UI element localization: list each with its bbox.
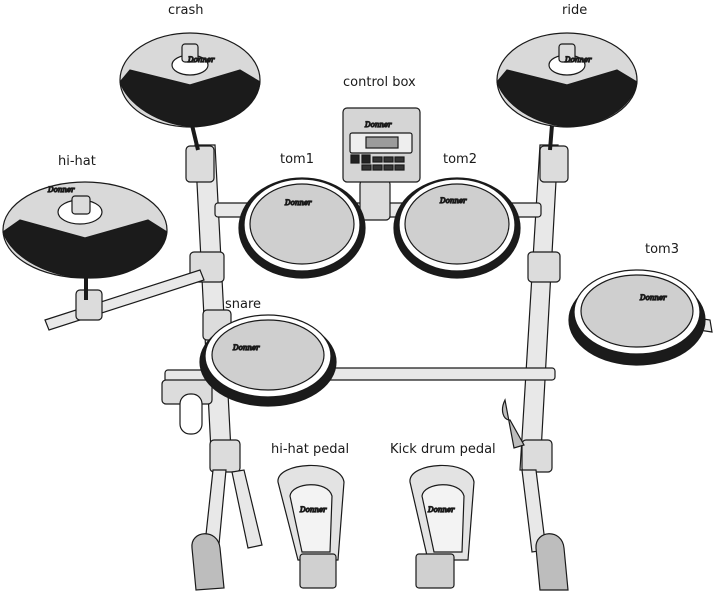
- label-hi-hat: hi-hat: [58, 154, 96, 169]
- kick-pedal-brand-logo: Donner: [427, 506, 455, 514]
- crash-brand-logo: Donner: [187, 56, 215, 64]
- snare-brand-logo: Donner: [232, 344, 260, 352]
- label-crash: crash: [168, 3, 204, 18]
- label-control-box: control box: [343, 75, 416, 90]
- hi-hat-cymbal: Donner: [2, 181, 205, 331]
- snare-pad: Donner: [161, 314, 337, 435]
- label-snare: snare: [225, 297, 262, 312]
- control-box-unit: Donner: [342, 107, 421, 221]
- tom3-pad: Donner: [568, 269, 713, 366]
- tom1-pad: Donner: [238, 177, 366, 279]
- label-tom2: tom2: [443, 152, 477, 167]
- ride-brand-logo: Donner: [564, 56, 592, 64]
- tom2-brand-logo: Donner: [439, 197, 467, 205]
- ride-cymbal: Donner: [496, 32, 638, 151]
- label-hi-hat-pedal: hi-hat pedal: [271, 442, 350, 457]
- tom1-brand-logo: Donner: [284, 199, 312, 207]
- crash-cymbal: Donner: [119, 32, 261, 151]
- control-box-brand-logo: Donner: [364, 121, 392, 129]
- hi-hat-pedal-unit: Donner: [277, 464, 345, 589]
- label-tom1: tom1: [280, 152, 314, 167]
- tom3-brand-logo: Donner: [639, 294, 667, 302]
- tom2-pad: Donner: [393, 177, 521, 279]
- label-tom3: tom3: [645, 242, 679, 257]
- kick-drum-pedal-unit: Donner: [409, 464, 475, 589]
- hi-hat-pedal-brand-logo: Donner: [299, 506, 327, 514]
- label-ride: ride: [562, 3, 588, 18]
- label-kick-drum-pedal: Kick drum pedal: [390, 442, 496, 457]
- hi-hat-brand-logo: Donner: [47, 186, 75, 194]
